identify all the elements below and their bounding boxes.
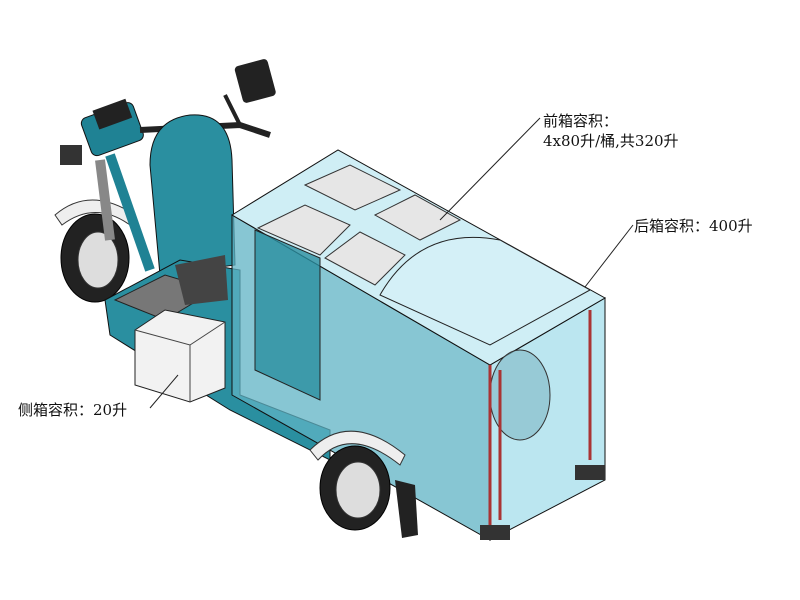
front-box-leader bbox=[439, 117, 541, 221]
front-wheel bbox=[54, 199, 136, 303]
rear-box-label: 后箱容积：400升 bbox=[634, 217, 753, 235]
side-box-label: 侧箱容积：20升 bbox=[18, 401, 128, 419]
side-box bbox=[134, 309, 226, 403]
front-box-title: 前箱容积： bbox=[543, 112, 619, 130]
side-box-leader bbox=[149, 374, 179, 409]
rear-box-leader bbox=[584, 224, 634, 288]
front-box-detail: 4x80升/桶,共320升 bbox=[543, 132, 679, 150]
rear-wheel bbox=[309, 430, 418, 538]
handlebar bbox=[60, 59, 276, 272]
seat-back bbox=[149, 114, 236, 276]
cargo-box bbox=[231, 149, 607, 541]
